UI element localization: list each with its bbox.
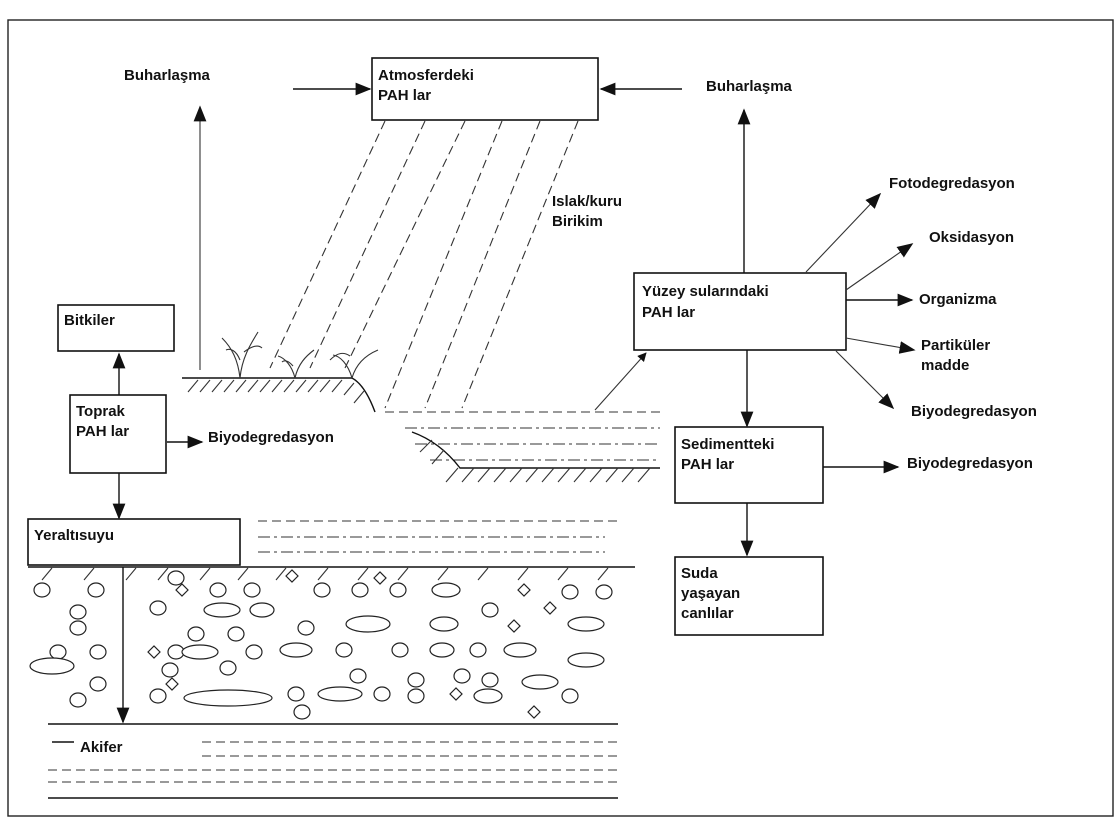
outer-frame — [7, 19, 1114, 817]
aquatic-life-label-line3: canlılar — [681, 605, 734, 622]
plant-drawing — [221, 331, 379, 379]
surface-water-pah-box: Yüzey sularındaki PAH lar — [633, 272, 847, 351]
sediment-pah-label-line2: PAH lar — [681, 456, 734, 473]
arrow-photodegradation — [805, 192, 882, 273]
arrow-particulate — [845, 337, 916, 354]
atmosphere-pah-box: Atmosferdeki PAH lar — [371, 57, 599, 121]
atmosphere-pah-label-line1: Atmosferdeki — [378, 67, 474, 84]
plants-box: Bitkiler — [57, 304, 175, 352]
fate-organism-label: Organizma — [919, 291, 997, 308]
sediment-biodegradation-label: Biyodegredasyon — [907, 455, 1033, 472]
arrow-water-biodegradation — [835, 350, 895, 410]
soil-pah-label-line2: PAH lar — [76, 423, 129, 440]
evaporation-label-left: Buharlaşma — [124, 67, 211, 84]
aquifer-pebbles — [29, 569, 613, 720]
fate-biodegradation-label: Biyodegredasyon — [911, 403, 1037, 420]
aquifer-top-hatch — [41, 567, 609, 581]
fate-photodegradation-label: Fotodegredasyon — [889, 175, 1015, 192]
fate-particulate-label-line2: madde — [921, 357, 969, 374]
deposition-label-line2: Birikim — [552, 213, 603, 230]
plants-label: Bitkiler — [64, 312, 115, 329]
fate-particulate-label-line1: Partiküler — [921, 337, 990, 354]
surface-water-pah-label-line1: Yüzey sularındaki — [642, 283, 769, 300]
deposition-lines — [269, 120, 579, 409]
ground-surface — [182, 377, 376, 413]
sediment-pah-label-line1: Sedimentteki — [681, 436, 774, 453]
aquatic-life-label-line2: yaşayan — [681, 585, 740, 602]
soil-pah-box: Toprak PAH lar — [69, 394, 167, 474]
groundwater-box: Yeraltısuyu — [27, 518, 241, 566]
groundwater-lines — [258, 520, 618, 553]
sediment-pah-box: Sedimentteki PAH lar — [674, 426, 824, 504]
aquatic-life-box: Suda yaşayan canlılar — [674, 556, 824, 636]
arrow-oxidation — [845, 243, 914, 291]
aquatic-life-label-line1: Suda — [681, 565, 718, 582]
deposition-label-line1: Islak/kuru — [552, 193, 622, 210]
evaporation-label-right: Buharlaşma — [706, 78, 793, 95]
aquifer-lines — [48, 741, 618, 799]
soil-pah-label-line1: Toprak — [76, 403, 126, 420]
water-body — [385, 411, 660, 483]
soil-biodegradation-label: Biyodegredasyon — [208, 429, 334, 446]
aquifer-label: Akifer — [80, 739, 123, 756]
arrow-water-to-surface-pah — [594, 352, 647, 411]
groundwater-label: Yeraltısuyu — [34, 527, 114, 544]
surface-water-pah-label-line2: PAH lar — [642, 304, 695, 321]
fate-oxidation-label: Oksidasyon — [929, 229, 1014, 246]
atmosphere-pah-label-line2: PAH lar — [378, 87, 431, 104]
